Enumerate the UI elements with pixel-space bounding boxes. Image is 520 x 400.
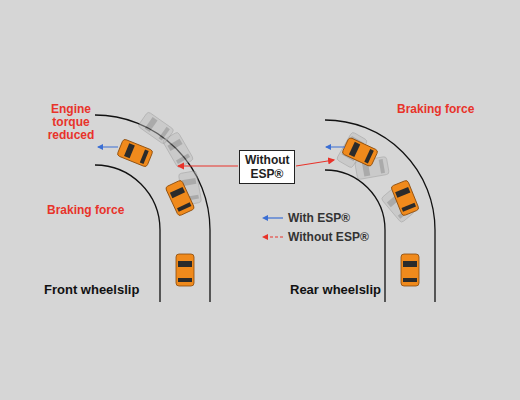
callout-label: Braking force [397,103,474,116]
car [391,180,420,216]
road-outline [95,115,435,302]
car [342,137,379,167]
arrows [98,147,345,166]
callout-label: Braking force [47,204,124,217]
box-text: Without ESP® [245,153,289,181]
panel-title: Rear wheelslip [290,282,381,297]
callout-label: Engine torque reduced [40,103,102,142]
car [165,180,195,217]
panel-title: Front wheelslip [44,282,139,297]
legend-sample [262,213,284,223]
legend-entry: Without ESP® [262,230,369,244]
legend-text: Without ESP® [288,230,369,244]
car [401,254,419,286]
legend-text: With ESP® [288,211,350,225]
car [117,139,153,168]
ghost-car [138,111,175,144]
car [176,254,194,286]
label-box: Without ESP® [239,150,295,184]
legend-entry: With ESP® [262,211,350,225]
legend-sample [262,232,284,242]
